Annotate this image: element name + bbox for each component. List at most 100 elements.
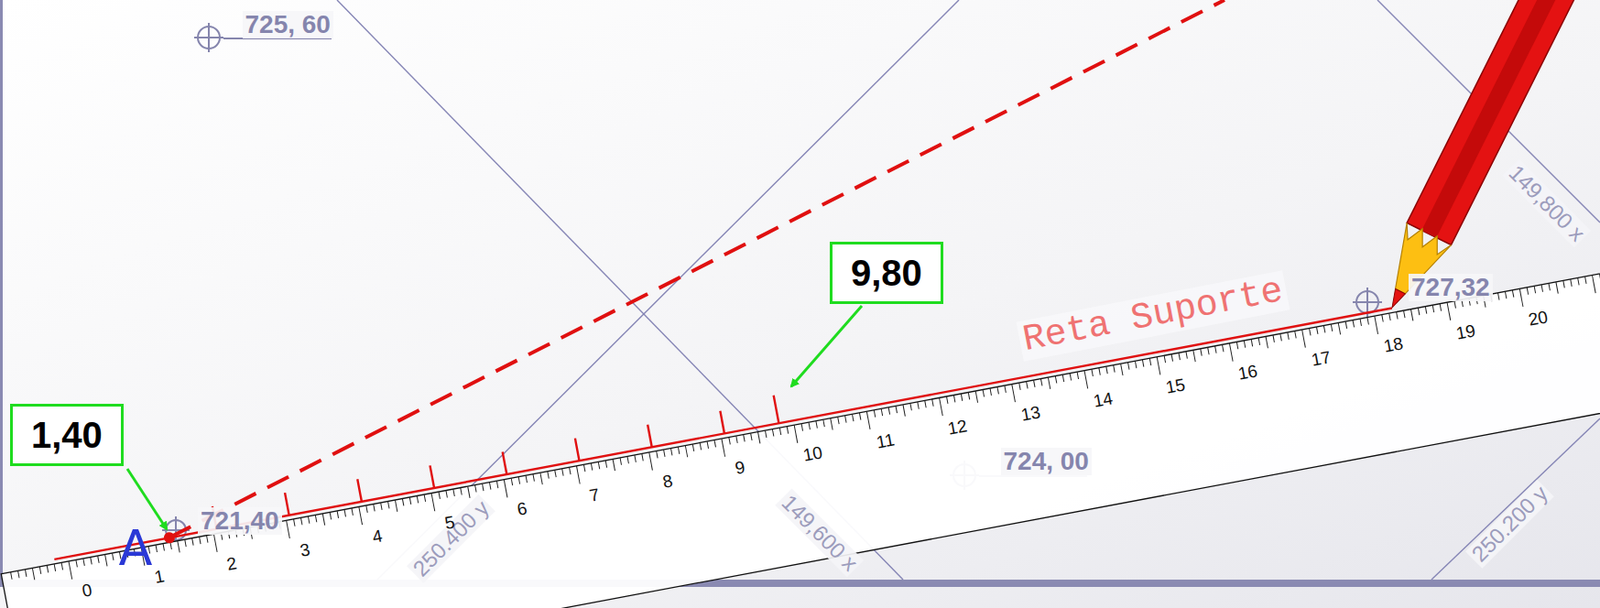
ruler-tick [1258, 337, 1260, 346]
callout-value: 9,80 [850, 251, 923, 294]
ruler-tick [1447, 302, 1451, 321]
ruler-tick [925, 400, 926, 408]
ruler-tick [743, 435, 745, 443]
ruler-tick [1004, 385, 1006, 393]
ruler-tick [475, 485, 477, 493]
ruler-tick [1062, 374, 1064, 382]
ruler-tick [1019, 382, 1021, 391]
ruler-tick [511, 478, 512, 486]
ruler-tick [1077, 371, 1078, 380]
grid-coordinate: 250.200 y [1464, 478, 1554, 568]
ruler-tick [1417, 307, 1419, 316]
pencil-body [1406, 0, 1600, 246]
ruler-tick [881, 408, 882, 416]
ruler-tick [859, 413, 860, 421]
ruler-tick [910, 402, 912, 411]
ruler-tick [105, 555, 108, 567]
elevation-value: 727,32 [1408, 273, 1493, 303]
ruler-tick [1047, 377, 1050, 390]
ruler-tick [286, 520, 291, 539]
ruler-tick [1309, 328, 1311, 337]
ruler-tick [801, 424, 803, 432]
ruler-tick [1410, 309, 1413, 322]
ruler-number: 19 [1454, 321, 1478, 344]
ruler-tick [830, 418, 833, 431]
ruler-tick [953, 394, 955, 403]
ruler-tick [1316, 326, 1318, 335]
ruler-tick [1091, 369, 1093, 377]
ruler-tick [642, 453, 643, 461]
ruler-tick [1338, 323, 1340, 336]
ruler-tick [199, 536, 201, 545]
ruler-tick [1055, 376, 1056, 384]
ruler-tick [1425, 306, 1426, 315]
ruler-tick [1113, 365, 1115, 373]
ruler-tick [1352, 320, 1354, 328]
ruler-tick [1178, 352, 1180, 360]
point-name: A [119, 521, 153, 576]
ruler-tick [446, 490, 447, 499]
ruler-tick [634, 455, 636, 463]
ruler-tick [1142, 359, 1143, 368]
ruler-tick [39, 566, 41, 575]
ruler-tick [590, 463, 592, 471]
ruler-tick [366, 505, 368, 513]
ruler-tick [838, 416, 839, 425]
ruler-tick [54, 564, 55, 572]
ruler-tick [380, 502, 382, 511]
ruler-tick [786, 426, 788, 435]
ruler-tick [1200, 348, 1202, 357]
ruler-tick [1121, 363, 1123, 376]
ruler-tick [409, 497, 411, 505]
ruler-tick [424, 494, 425, 502]
ruler-tick [1374, 315, 1379, 335]
ruler-tick [518, 477, 520, 485]
ruler-tick [1498, 293, 1500, 301]
ruler-tick [61, 562, 63, 570]
ruler-tick [337, 511, 338, 519]
ruler-tick [300, 517, 302, 525]
crosshair [174, 516, 177, 545]
ruler-tick [612, 458, 615, 471]
ruler-tick [496, 480, 498, 489]
ruler-tick [1295, 330, 1296, 338]
ruler-tick [1251, 338, 1252, 347]
division-mark [575, 438, 580, 462]
ruler-tick [1128, 362, 1130, 371]
ruler-tick [1156, 357, 1161, 376]
ruler-tick [982, 389, 984, 397]
ruler-tick [185, 539, 186, 547]
division-mark [719, 411, 725, 435]
ruler-tick [1034, 380, 1035, 388]
ruler-tick [293, 519, 295, 527]
grid-line [1431, 418, 1600, 580]
ruler-tick [562, 468, 564, 477]
ruler-tick [402, 499, 403, 507]
ruler-number: 12 [946, 416, 970, 439]
ruler-tick [764, 430, 766, 438]
elevation-value: 721,40 [197, 507, 283, 536]
ruler-tick [555, 469, 556, 478]
ruler-tick [1330, 324, 1332, 332]
ruler-tick [1280, 333, 1282, 341]
ruler-tick [1360, 318, 1361, 327]
ruler-tick [170, 542, 172, 550]
ruler-tick [939, 397, 944, 416]
ruler-tick [394, 500, 397, 512]
ruler-tick [663, 449, 665, 458]
ruler-number: 16 [1237, 361, 1261, 384]
grid-coordinate: 149,800 x [1501, 158, 1590, 248]
ruler-tick [1541, 284, 1543, 293]
ruler-tick [845, 415, 847, 424]
ruler-tick [903, 404, 905, 417]
ruler-tick [736, 435, 738, 444]
ruler-tick [1585, 276, 1587, 284]
ruler-tick [97, 555, 99, 564]
ruler-tick [1222, 344, 1224, 352]
support-line [54, 307, 1392, 559]
ruler-tick [677, 446, 679, 455]
ruler-tick [1563, 280, 1565, 288]
ruler-tick [1454, 301, 1456, 309]
ruler-tick [453, 489, 455, 497]
ruler-tick [583, 464, 585, 472]
